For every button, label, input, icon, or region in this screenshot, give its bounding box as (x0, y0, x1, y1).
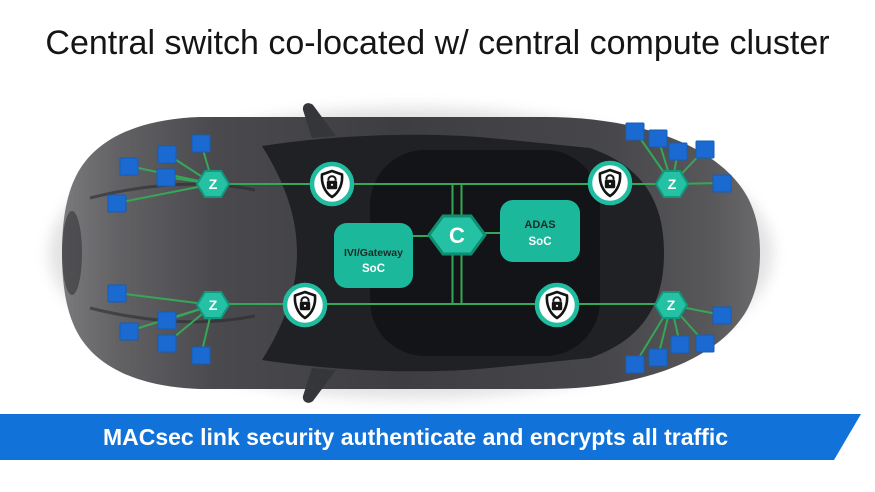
network-link (116, 292, 214, 306)
adas-soc-box: ADAS SoC (500, 200, 580, 262)
endpoint-node (191, 346, 211, 365)
zone-switch-label: Z (668, 176, 677, 192)
zone-switch-label: Z (209, 176, 218, 192)
network-link (116, 183, 214, 204)
lock-shield-icon (534, 282, 580, 328)
ivi-gateway-soc-label: IVI/Gateway (344, 247, 403, 259)
endpoint-node (157, 334, 177, 353)
endpoint-node (625, 122, 645, 141)
endpoint-node (670, 335, 690, 354)
side-mirror-top (302, 103, 336, 138)
zone-switch-node: Z (653, 291, 689, 319)
central-switch-label: C (449, 223, 465, 248)
endpoint-node (712, 306, 732, 325)
zone-switch-label: Z (667, 297, 676, 313)
adas-soc-label: ADAS (524, 219, 555, 231)
endpoint-node (157, 145, 177, 164)
endpoint-node (695, 334, 715, 353)
adas-soc-sublabel: SoC (529, 236, 552, 248)
zone-switch-node: Z (654, 170, 690, 198)
endpoint-node (695, 140, 715, 159)
endpoint-nodes (107, 122, 732, 374)
macsec-banner-label: MACsec link security authenticate and en… (102, 423, 729, 450)
ivi-gateway-soc-box: IVI/Gateway SoC (334, 223, 413, 288)
ivi-gateway-soc-sublabel: SoC (362, 263, 385, 275)
lock-shield-icon (282, 282, 328, 328)
front-grille (62, 211, 82, 295)
central-switch-node: C (427, 214, 487, 256)
slide-title: Central switch co-located w/ central com… (45, 24, 830, 62)
zone-switch-node: Z (195, 291, 231, 319)
endpoint-node (648, 129, 668, 148)
side-mirror-bottom (302, 368, 336, 403)
endpoint-node (712, 174, 732, 193)
zone-switch-label: Z (209, 297, 218, 313)
endpoint-node (157, 311, 177, 330)
endpoint-node (107, 194, 127, 213)
endpoint-node (191, 134, 211, 153)
endpoint-node (119, 322, 139, 341)
lock-shield-icon (587, 160, 633, 206)
macsec-banner: MACsec link security authenticate and en… (0, 414, 861, 460)
endpoint-node (648, 348, 668, 367)
lock-shield-icon (309, 161, 355, 207)
hood-crease-top (89, 182, 256, 200)
endpoint-node (668, 142, 688, 161)
endpoint-node (107, 284, 127, 303)
zone-switch-node: Z (195, 170, 231, 198)
endpoint-node (625, 355, 645, 374)
endpoint-node (119, 157, 139, 176)
endpoint-node (156, 168, 176, 187)
